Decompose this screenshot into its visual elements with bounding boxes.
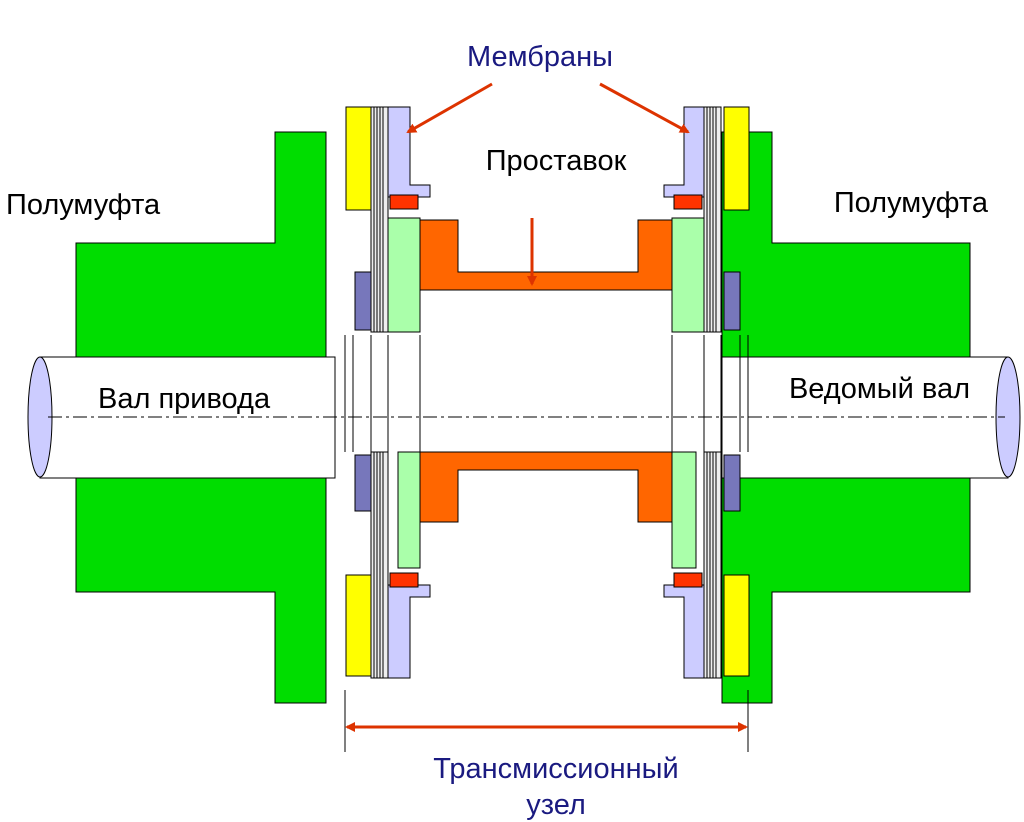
yellow-ring-left-lower xyxy=(345,574,372,677)
spacer-upper xyxy=(419,219,673,291)
flange-right-upper xyxy=(671,217,705,333)
clamp-right-upper xyxy=(663,106,705,198)
red-insert-right-upper xyxy=(673,194,703,210)
membrane-arrow-left xyxy=(406,82,493,134)
hub-left-lower xyxy=(75,477,327,704)
membranes-label: Мембраны xyxy=(467,41,613,73)
yellow-ring-right-upper xyxy=(723,106,750,211)
transmission-label-line2: узел xyxy=(526,789,586,821)
spacer-label: Проставок xyxy=(486,145,627,177)
flange-left-lower xyxy=(397,451,421,569)
red-insert-left-upper xyxy=(389,194,419,210)
hub-left-upper xyxy=(75,131,327,358)
clamp-left-lower xyxy=(387,584,431,679)
flange-left-upper xyxy=(387,217,421,333)
section-lines xyxy=(344,335,749,452)
hub-right-upper xyxy=(721,131,971,358)
small-ring-left-upper xyxy=(354,271,372,331)
clamp-left-upper xyxy=(387,106,431,198)
small-ring-left-lower xyxy=(354,454,372,512)
membrane-pack-right xyxy=(703,106,722,679)
small-ring-right-lower xyxy=(723,454,741,512)
hub-left-label: Полумуфта xyxy=(6,189,161,221)
driven-shaft-label: Ведомый вал xyxy=(789,373,970,405)
spacer-lower xyxy=(419,451,673,523)
red-insert-right-lower xyxy=(673,572,703,588)
membrane-arrow-right xyxy=(599,82,690,134)
hub-right-lower xyxy=(721,477,971,704)
membrane-pack-left xyxy=(370,106,389,679)
flange-right-lower xyxy=(671,451,697,569)
clamp-right-lower xyxy=(663,584,705,679)
yellow-ring-left-upper xyxy=(345,106,372,211)
small-ring-right-upper xyxy=(723,271,741,331)
hub-right-label: Полумуфта xyxy=(834,187,989,219)
yellow-ring-right-lower xyxy=(723,574,750,677)
transmission-label-line1: Трансмиссионный xyxy=(433,753,678,785)
drive-shaft-label: Вал привода xyxy=(98,383,271,415)
red-insert-left-lower xyxy=(389,572,419,588)
